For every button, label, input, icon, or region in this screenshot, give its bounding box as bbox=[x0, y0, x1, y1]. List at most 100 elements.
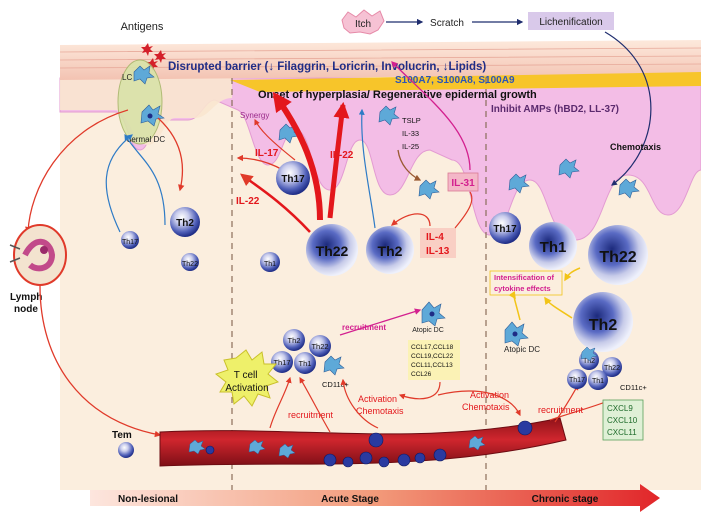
chronic-cluster-th22-cell bbox=[602, 357, 622, 377]
t-cell-activation-burst bbox=[214, 349, 280, 407]
lymph-line1: Lymph bbox=[10, 292, 42, 303]
s100-label: S100A7, S100A8, S100A9 bbox=[395, 75, 515, 86]
il22-arrow-left bbox=[240, 173, 311, 233]
chronic-activation-arrow bbox=[437, 390, 521, 417]
chemokine-box bbox=[408, 340, 460, 380]
acute-th17-cell: Th17 bbox=[276, 161, 310, 195]
vessel-cells bbox=[205, 420, 533, 468]
intensify-arrow-1 bbox=[564, 267, 581, 282]
scratch-label: Scratch bbox=[430, 18, 464, 29]
lc-cell-icon bbox=[133, 65, 155, 85]
chemokine-4: CCL26 bbox=[411, 371, 432, 378]
itch-burst bbox=[341, 9, 385, 35]
chronic-th17-cell: Th17 bbox=[489, 212, 521, 244]
il4-il13-box bbox=[420, 228, 456, 258]
chronic-cluster-th1-cell bbox=[588, 370, 608, 390]
dc-to-th2-arrow bbox=[157, 117, 185, 192]
chemokine-arrow bbox=[398, 381, 441, 400]
lymph-to-vessel-arrow bbox=[39, 285, 162, 438]
tem-cell bbox=[118, 442, 134, 458]
acute-chemotaxis-label: Chemotaxis bbox=[356, 406, 404, 416]
il22-label-a: IL-22 bbox=[330, 150, 354, 161]
il33-label: IL-33 bbox=[402, 129, 419, 138]
chronic-cd11c-label: CD11c+ bbox=[620, 383, 647, 392]
il31-box bbox=[447, 172, 479, 192]
stage-acute: Acute Stage bbox=[321, 494, 379, 505]
cluster-th1-label: Th1 bbox=[299, 359, 312, 368]
synergy-arrow bbox=[254, 118, 296, 161]
acute-dc-right bbox=[378, 105, 400, 126]
lichenification-box bbox=[528, 12, 614, 30]
chronic-activation-label: Activation bbox=[470, 390, 509, 400]
svg-text:Th17: Th17 bbox=[281, 174, 305, 185]
svg-text:Th2: Th2 bbox=[589, 317, 618, 334]
lichenification-label: Lichenification bbox=[539, 17, 602, 28]
chemokine-list: CCL17,CCL18 CCL19,CCL22 CCL11,CCL13 CCL2… bbox=[411, 344, 455, 378]
cluster-th2-label: Th2 bbox=[288, 336, 301, 345]
intensification-box bbox=[489, 270, 563, 296]
th2-to-epidermis-arrow bbox=[358, 108, 376, 229]
left-th22-cell: Th22 bbox=[181, 253, 199, 271]
stratum-corneum bbox=[60, 40, 701, 80]
hyperplasia-label: Onset of hyperplasia/ Regenerative epide… bbox=[258, 89, 537, 101]
chronic-th1-cell: Th1 bbox=[529, 222, 577, 270]
chronic-chemotaxis-label: Chemotaxis bbox=[610, 142, 661, 152]
th17-feedback-arrow bbox=[105, 134, 133, 233]
cluster-th17-label: Th17 bbox=[273, 358, 290, 367]
itch-label: Itch bbox=[355, 19, 371, 30]
th2-feedback-arrow bbox=[124, 133, 166, 226]
svg-text:Th1: Th1 bbox=[264, 261, 276, 268]
il13-link bbox=[454, 191, 473, 229]
t-cell-line2: Activation bbox=[225, 383, 268, 394]
lc-label: LC bbox=[122, 73, 132, 82]
il22-label-b: IL-22 bbox=[236, 196, 260, 207]
il31-arrow bbox=[391, 61, 471, 171]
cxcl-1: CXCL9 bbox=[607, 404, 633, 413]
il17-arrow bbox=[236, 154, 284, 171]
acute-activation-arrow bbox=[340, 378, 379, 429]
il31-label: IL-31 bbox=[451, 178, 475, 189]
svg-text:Th17: Th17 bbox=[122, 239, 138, 246]
chemokine-2: CCL19,CCL22 bbox=[411, 353, 454, 360]
intensification-label: Intensification of cytokine effects bbox=[494, 273, 556, 293]
cluster-dc-icon bbox=[323, 355, 345, 376]
lymph-node-icon bbox=[9, 224, 67, 286]
blood-vessel bbox=[159, 417, 567, 467]
cluster-th22-cell bbox=[309, 335, 331, 357]
chemotaxis-arrow bbox=[604, 31, 652, 186]
s100-band bbox=[230, 72, 701, 92]
il17-label: IL-17 bbox=[255, 148, 279, 159]
acute-activation-label: Activation bbox=[358, 394, 397, 404]
t-cell-activation-label: T cell Activation bbox=[225, 370, 268, 394]
chronic-chemotaxis-label: Chemotaxis bbox=[462, 402, 510, 412]
chemokine-3: CCL11,CCL13 bbox=[411, 362, 453, 369]
chemokine-1: CCL17,CCL18 bbox=[411, 344, 454, 351]
acute-dc-mid bbox=[418, 179, 440, 200]
il22-arrow-up bbox=[327, 101, 350, 219]
il25-label: IL-25 bbox=[402, 142, 419, 151]
acute-recruitment-arrow bbox=[269, 376, 292, 429]
cxcl-list: CXCL9 CXCL10 CXCL11 bbox=[607, 404, 639, 437]
chronic-cluster: Th2 Th22 Th17 Th1 bbox=[567, 346, 622, 390]
t-cell-line1: T cell bbox=[234, 370, 258, 381]
antigens-label: Antigens bbox=[121, 21, 164, 33]
left-th2-cell: Th2 bbox=[170, 207, 200, 237]
cluster-th2-cell bbox=[283, 329, 305, 351]
chronic-cluster-th17-cell bbox=[567, 369, 587, 389]
stage-chronic: Chronic stage bbox=[532, 494, 599, 505]
acute-recruitment-arrow-2 bbox=[299, 376, 331, 433]
lymph-line2: node bbox=[14, 304, 38, 315]
intensification-line1: Intensification of bbox=[494, 273, 555, 282]
lc-to-lymph-arrow bbox=[25, 109, 129, 234]
chronic-recruitment-label: recruitment bbox=[538, 405, 584, 415]
il4-label: IL-4 bbox=[426, 232, 444, 243]
atopic-dc-acute bbox=[421, 301, 446, 327]
svg-text:Th2: Th2 bbox=[378, 243, 403, 259]
intensify-arrow-2 bbox=[544, 296, 573, 319]
acute-recruitment-label: recruitment bbox=[288, 410, 334, 420]
atopic-dc-chronic bbox=[504, 321, 529, 347]
cxcl-3: CXCL11 bbox=[607, 428, 637, 437]
acute-th22-cell: Th22 bbox=[306, 224, 358, 276]
